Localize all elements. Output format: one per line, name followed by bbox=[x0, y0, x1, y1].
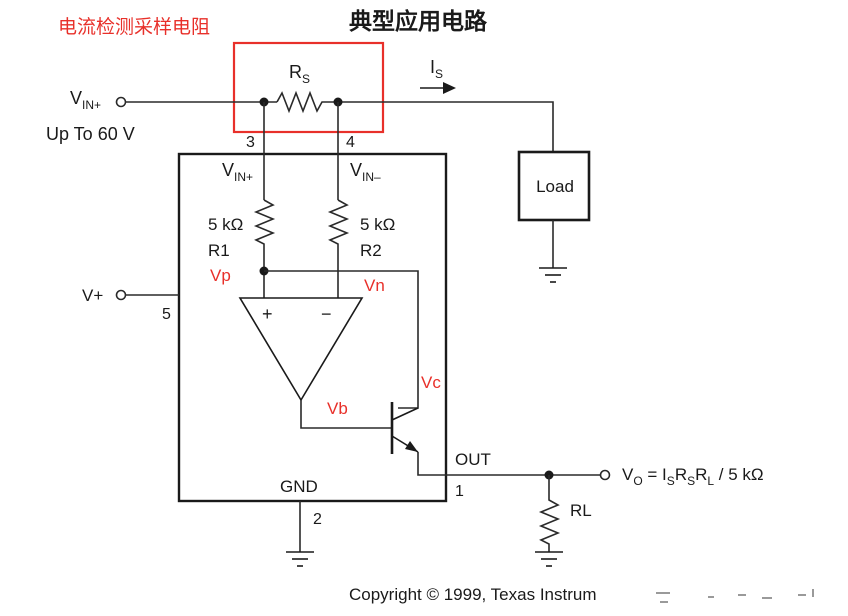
r1-resistor bbox=[253, 199, 276, 298]
r2-resistor bbox=[327, 199, 350, 298]
opamp-triangle bbox=[238, 297, 364, 402]
r1-value: 5 kΩ bbox=[208, 215, 243, 234]
vin-minus-inner-label: VIN– bbox=[350, 160, 381, 184]
vb-label: Vb bbox=[327, 399, 348, 418]
r2-value: 5 kΩ bbox=[360, 215, 395, 234]
rl-resistor bbox=[538, 475, 561, 552]
rl-ground-icon bbox=[535, 551, 563, 567]
pin4-number: 4 bbox=[346, 134, 355, 151]
up-to-label: Up To 60 V bbox=[46, 124, 135, 144]
opamp-minus: − bbox=[321, 304, 332, 324]
vin-plus-inner-label: VIN+ bbox=[222, 160, 253, 184]
vc-label: Vc bbox=[421, 373, 441, 392]
watermark-fragment bbox=[656, 589, 814, 603]
ic-body bbox=[177, 152, 448, 503]
load-box bbox=[517, 150, 591, 222]
vin-plus-label: VIN+ bbox=[70, 88, 101, 112]
rl-label: RL bbox=[570, 501, 592, 520]
vp-to-collector-wire bbox=[264, 270, 419, 409]
vp-label: Vp bbox=[210, 266, 231, 285]
diagram-title: 典型应用电路 bbox=[349, 8, 488, 35]
vplus-terminal bbox=[115, 289, 127, 301]
annotation-label: 电流检测采样电阻 bbox=[58, 16, 210, 38]
pin3-number: 3 bbox=[246, 134, 255, 151]
pin5-number: 5 bbox=[162, 306, 171, 323]
vplus-label: V+ bbox=[82, 286, 103, 305]
opamp-output-wire bbox=[300, 400, 391, 429]
sense-resistor bbox=[276, 90, 326, 114]
sense-resistor-highlight bbox=[232, 41, 385, 134]
opamp-plus: + bbox=[262, 304, 273, 324]
gnd-label: GND bbox=[280, 477, 318, 496]
top-wire bbox=[126, 101, 554, 152]
ic-ground-icon bbox=[286, 551, 314, 567]
rs-label: RS bbox=[289, 62, 310, 86]
vo-equation: VO = ISRSRL / 5 kΩ bbox=[622, 465, 764, 488]
load-ground-icon bbox=[539, 267, 567, 283]
out-wire bbox=[417, 452, 600, 476]
current-arrow-icon bbox=[420, 82, 456, 94]
load-label: Load bbox=[536, 177, 574, 196]
r2-label: R2 bbox=[360, 241, 382, 260]
is-label: IS bbox=[430, 57, 443, 81]
copyright-text: Copyright © 1999, Texas Instrum bbox=[349, 585, 597, 604]
out-label: OUT bbox=[455, 450, 491, 469]
vn-label: Vn bbox=[364, 276, 385, 295]
transistor-icon bbox=[390, 402, 419, 454]
pin1-number: 1 bbox=[455, 483, 464, 500]
pin2-number: 2 bbox=[313, 511, 322, 528]
vin-plus-terminal bbox=[115, 96, 127, 108]
r1-label: R1 bbox=[208, 241, 230, 260]
vo-terminal bbox=[599, 469, 611, 481]
